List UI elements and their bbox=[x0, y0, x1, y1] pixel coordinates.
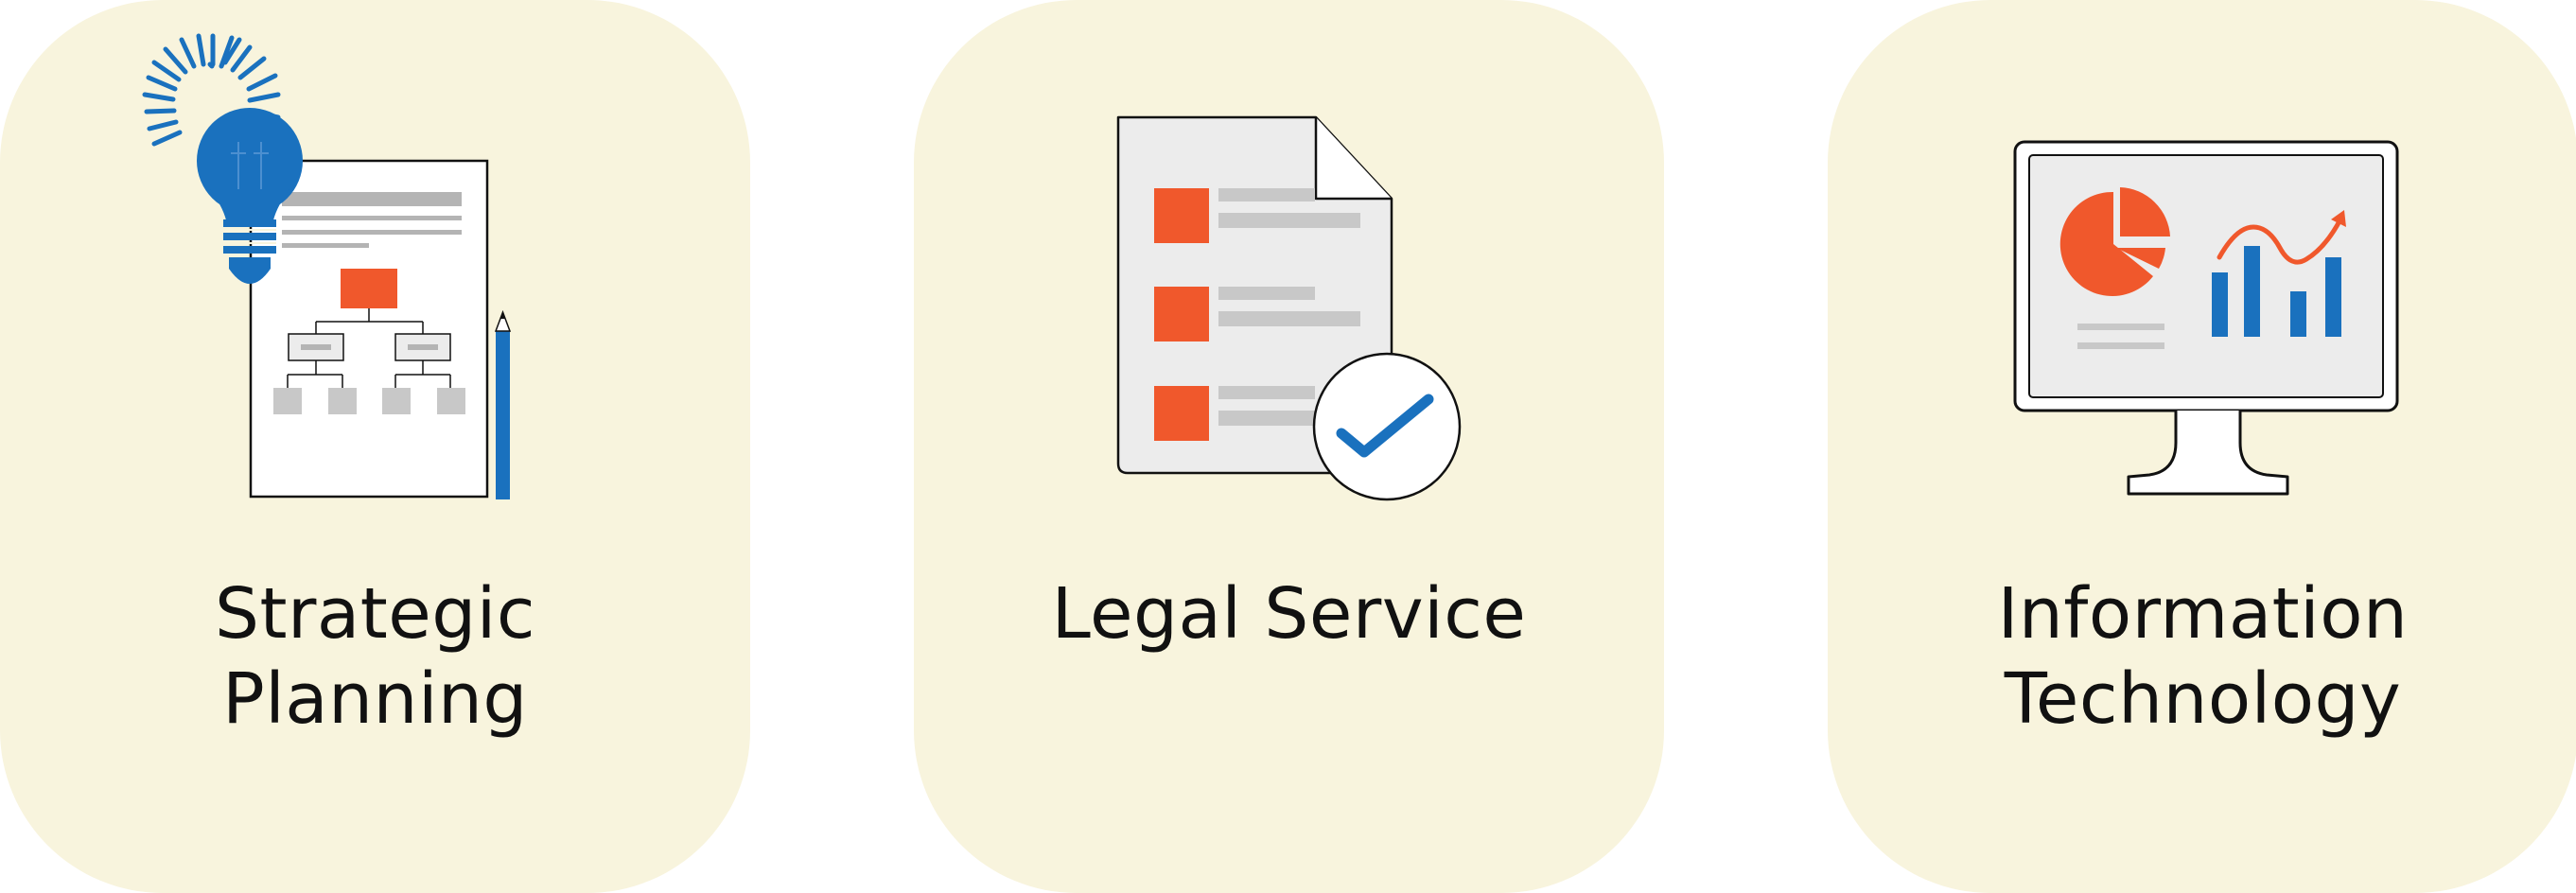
card-title-line: Planning bbox=[222, 658, 528, 740]
card-title-line: Legal Service bbox=[1051, 573, 1527, 655]
card-title-line: Technology bbox=[2004, 658, 2402, 740]
card-title: Strategic Planning bbox=[0, 571, 750, 742]
monitor-chart-icon bbox=[2013, 140, 2399, 496]
card-legal-service[interactable]: Legal Service bbox=[914, 0, 1664, 893]
checklist-document-icon bbox=[1116, 115, 1462, 501]
card-title: Information Technology bbox=[1828, 571, 2576, 742]
card-title: Legal Service bbox=[914, 571, 1664, 657]
card-information-technology[interactable]: Information Technology bbox=[1828, 0, 2576, 893]
card-title-line: Information bbox=[1997, 573, 2409, 655]
card-strategic-planning[interactable]: Strategic Planning bbox=[0, 0, 750, 893]
card-title-line: Strategic bbox=[214, 573, 536, 655]
lightbulb-document-icon bbox=[142, 33, 512, 499]
